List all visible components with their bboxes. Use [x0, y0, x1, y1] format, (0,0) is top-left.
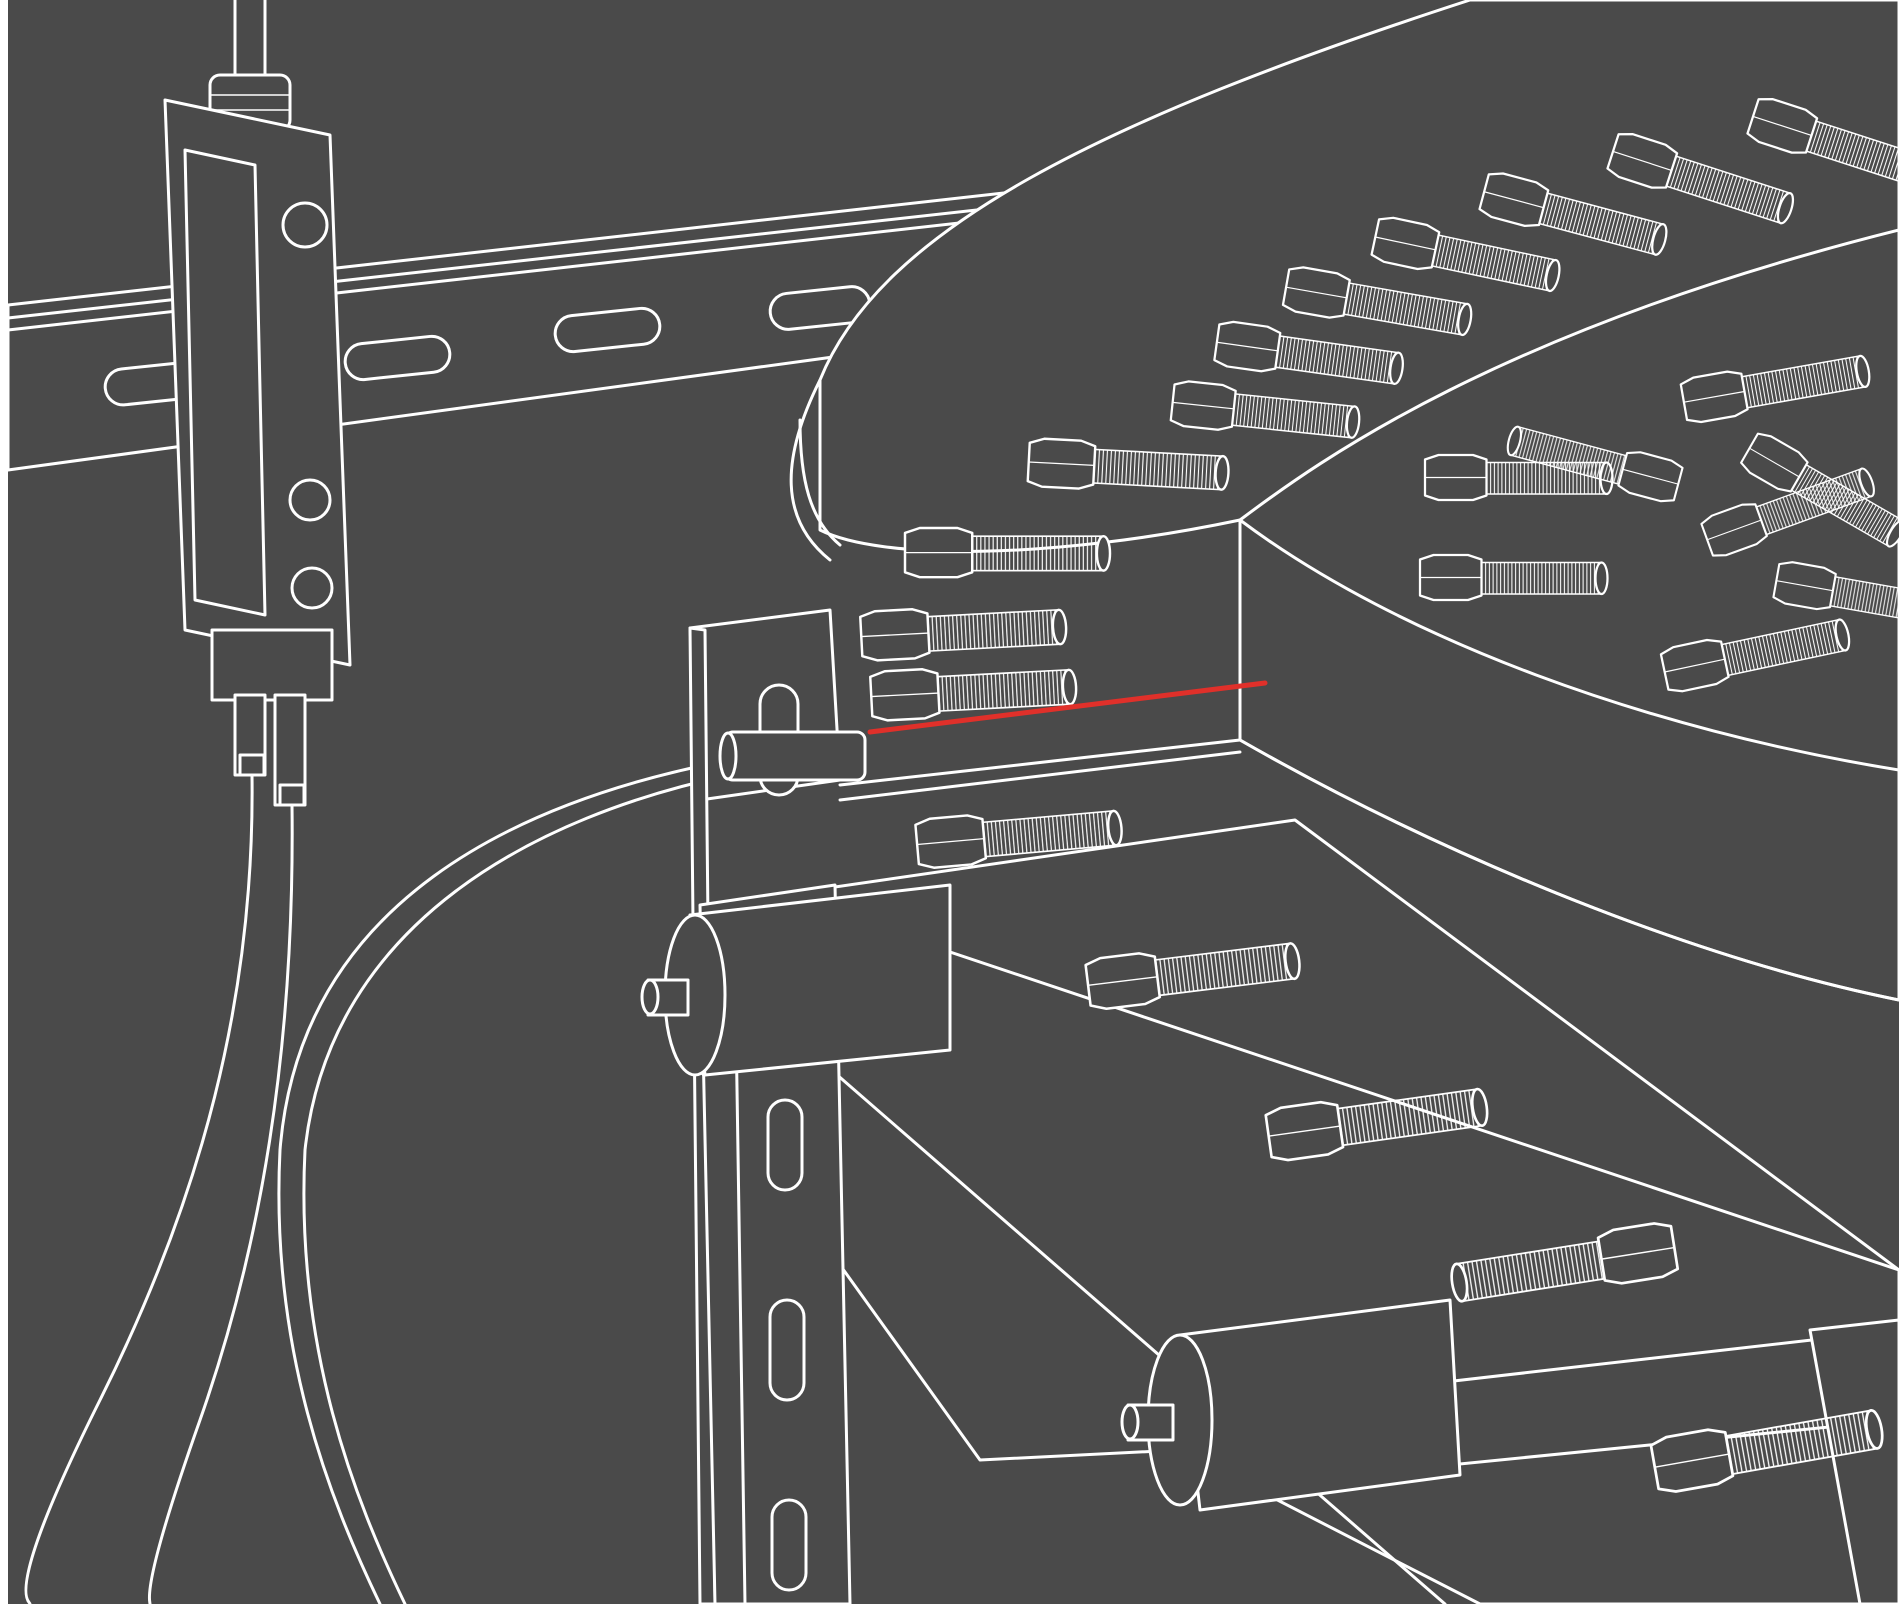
upper-roller: [640, 883, 952, 1077]
vibratory-bowl: [789, 0, 1899, 1002]
fiber-sensor-head: [723, 730, 867, 782]
fiber-amplifier: [163, 0, 352, 807]
laser-beam: [867, 680, 1268, 735]
fiber-cables: [24, 758, 732, 1606]
conveyor-belt: [698, 818, 1899, 1606]
lower-roller: [1120, 1298, 1462, 1512]
